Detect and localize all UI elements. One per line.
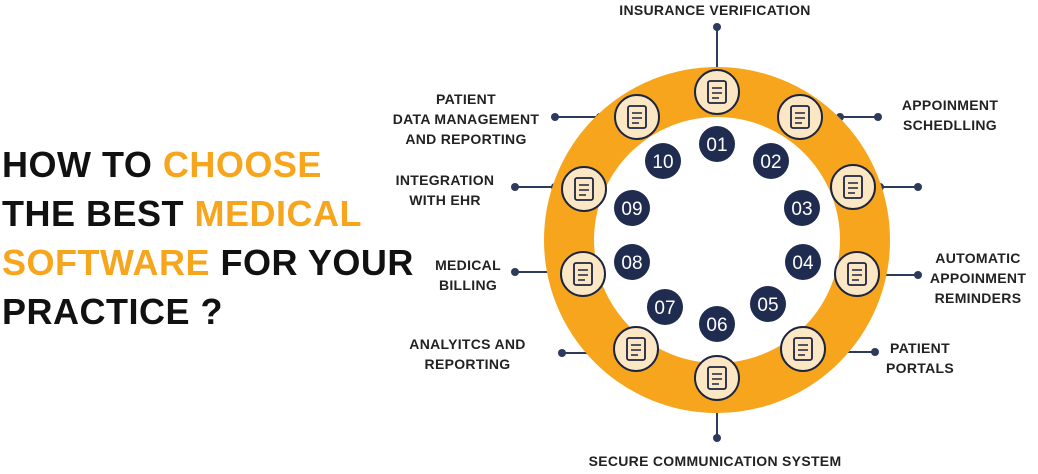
label-secure-communication: SECURE COMMUNICATION SYSTEM bbox=[588, 453, 842, 469]
clipboard-shield-icon bbox=[694, 69, 740, 115]
label-insurance-verification: INSURANCE VERIFICATION bbox=[619, 2, 811, 18]
connector-dot bbox=[511, 183, 519, 191]
page-title: HOW TO CHOOSE THE BEST MEDICAL SOFTWARE … bbox=[2, 140, 414, 336]
title-line-2: THE BEST MEDICAL bbox=[2, 189, 414, 238]
badge-circle bbox=[753, 143, 789, 179]
reminder-bell-icon bbox=[834, 251, 880, 297]
connector-dot bbox=[871, 348, 879, 356]
step-number: 07 bbox=[654, 298, 675, 319]
patient-card-icon bbox=[780, 326, 826, 372]
title-line-3: SOFTWARE FOR YOUR bbox=[2, 238, 414, 287]
step-number: 03 bbox=[791, 199, 812, 220]
feature-icons bbox=[560, 69, 880, 401]
number-badges: 01 02 03 04 05 06 07 08 09 10 bbox=[614, 126, 821, 342]
step-number: 09 bbox=[621, 199, 642, 220]
step-number: 04 bbox=[792, 253, 814, 274]
step-badge: 05 bbox=[750, 286, 786, 322]
connector-dot bbox=[551, 113, 559, 121]
title-text: PRACTICE ? bbox=[2, 291, 223, 332]
title-line-1: HOW TO CHOOSE bbox=[2, 140, 414, 189]
connector-dot bbox=[914, 271, 922, 279]
title-text: HOW TO bbox=[2, 144, 163, 185]
connector-dot bbox=[713, 434, 721, 442]
step-badge: 07 bbox=[647, 289, 683, 325]
connector-dot bbox=[713, 23, 721, 31]
badge-circle bbox=[750, 286, 786, 322]
step-number: 06 bbox=[706, 315, 727, 336]
step-badge: 04 bbox=[785, 244, 821, 280]
phone-lock-icon bbox=[694, 355, 740, 401]
badge-circle bbox=[645, 143, 681, 179]
title-text: FOR YOUR bbox=[210, 242, 414, 283]
billing-invoice-icon bbox=[560, 251, 606, 297]
badge-circle bbox=[785, 244, 821, 280]
title-line-4: PRACTICE ? bbox=[2, 287, 414, 336]
title-accent-text: CHOOSE bbox=[162, 144, 322, 185]
connector-dot bbox=[511, 268, 519, 276]
step-badge: 03 bbox=[784, 190, 820, 226]
monitor-check-icon bbox=[830, 164, 876, 210]
badge-circle bbox=[784, 190, 820, 226]
title-accent-text: SOFTWARE bbox=[2, 242, 210, 283]
step-badge: 06 bbox=[699, 306, 735, 342]
step-badge: 02 bbox=[753, 143, 789, 179]
step-number: 01 bbox=[706, 135, 727, 156]
circuit-chip-icon bbox=[561, 166, 607, 212]
connector-dot bbox=[874, 113, 882, 121]
step-badge: 09 bbox=[614, 190, 650, 226]
step-number: 05 bbox=[757, 295, 778, 316]
badge-circle bbox=[699, 306, 735, 342]
step-badge: 01 bbox=[699, 126, 735, 162]
calendar-check-icon bbox=[777, 94, 823, 140]
analytics-dashboard-icon bbox=[613, 326, 659, 372]
step-number: 02 bbox=[760, 152, 781, 173]
title-accent-text: MEDICAL bbox=[194, 193, 363, 234]
connector-dot bbox=[914, 183, 922, 191]
step-number: 10 bbox=[652, 152, 673, 173]
step-badge: 08 bbox=[614, 244, 650, 280]
badge-circle bbox=[699, 126, 735, 162]
step-badge: 10 bbox=[645, 143, 681, 179]
badge-circle bbox=[614, 244, 650, 280]
title-text: THE BEST bbox=[2, 193, 195, 234]
connector-dot bbox=[558, 349, 566, 357]
step-number: 08 bbox=[621, 253, 642, 274]
patient-data-icon bbox=[614, 94, 660, 140]
badge-circle bbox=[647, 289, 683, 325]
badge-circle bbox=[614, 190, 650, 226]
